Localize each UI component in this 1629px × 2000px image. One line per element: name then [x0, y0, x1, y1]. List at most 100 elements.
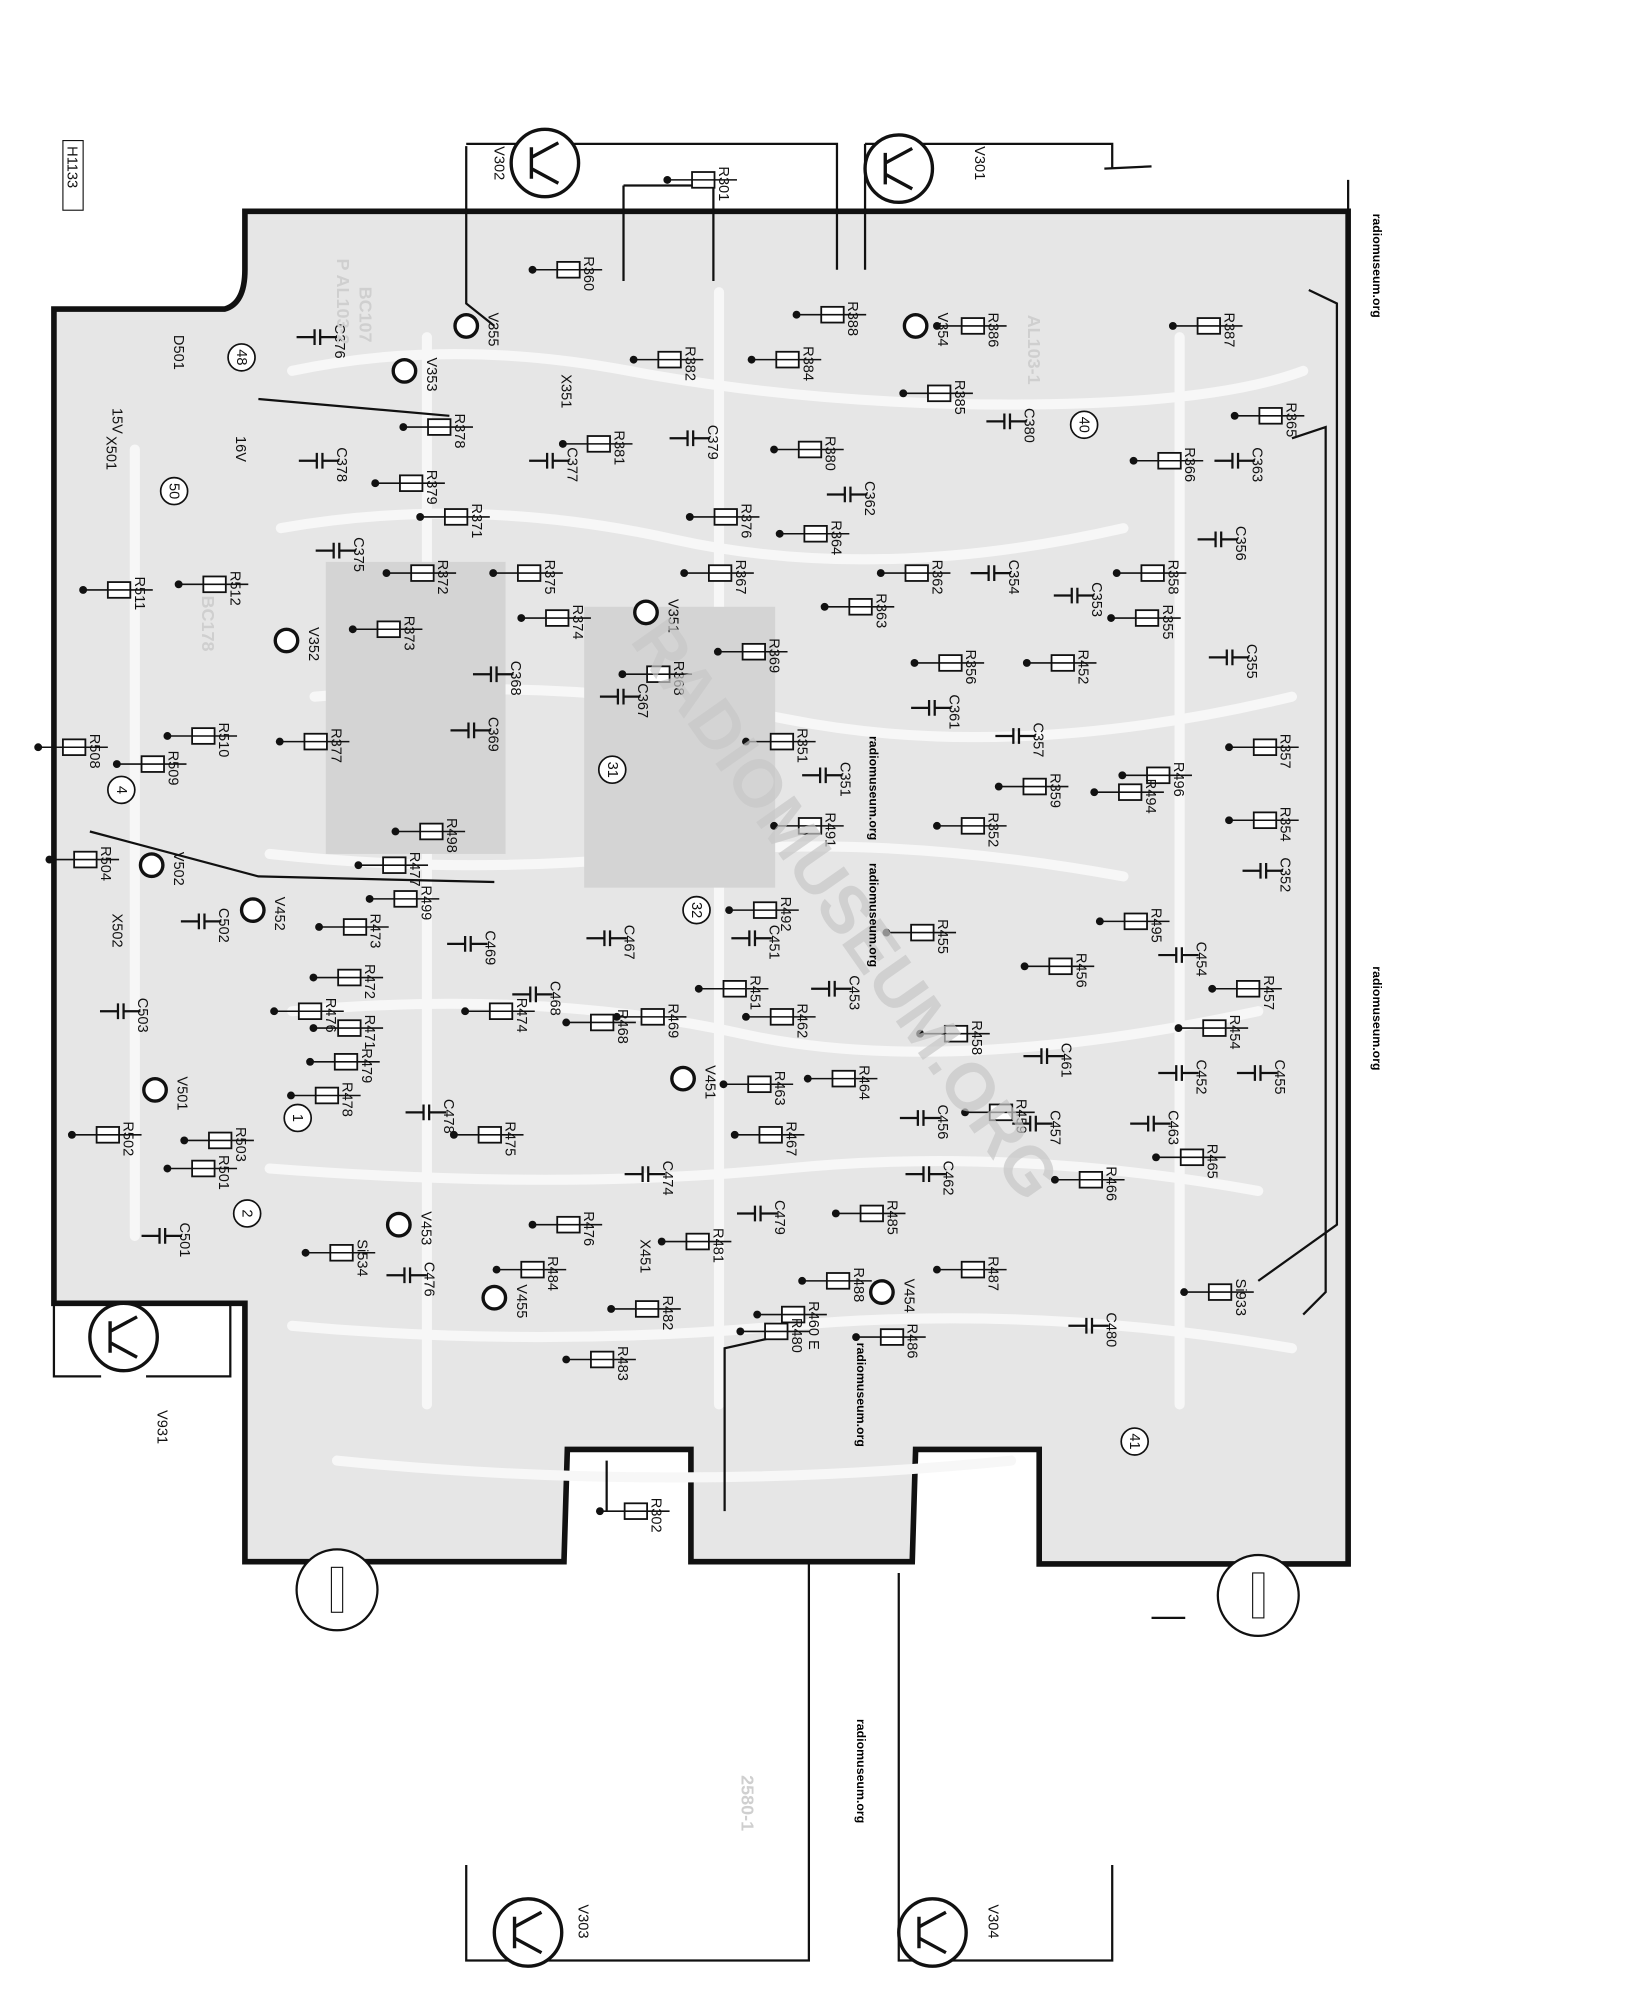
component-label: X501 — [103, 436, 119, 470]
solder-pad — [775, 529, 784, 538]
component-label: R451 — [746, 975, 762, 1010]
component-label: R354 — [1277, 807, 1293, 842]
solder-pad — [882, 928, 891, 937]
capacitor-symbol-icon — [736, 1205, 778, 1222]
component-label: R358 — [1164, 560, 1180, 595]
solder-pad — [899, 389, 908, 398]
capacitor-symbol-icon — [1214, 452, 1255, 469]
component-label: R375 — [541, 560, 557, 595]
component-label: C467 — [621, 925, 637, 960]
component-label: R357 — [1277, 734, 1293, 769]
component-label: R351 — [794, 728, 810, 763]
component-label: R362 — [928, 560, 944, 595]
connector-pin — [1252, 1572, 1265, 1619]
test-point-label: 31 — [604, 762, 620, 778]
transistor-pad-icon — [239, 897, 266, 924]
solder-pad — [792, 310, 801, 319]
transistor-pad-icon — [142, 1076, 168, 1103]
capacitor-symbol-icon — [1068, 1317, 1109, 1334]
solder-pad — [1225, 743, 1233, 752]
solder-pad — [1230, 411, 1239, 420]
component-label: R471 — [361, 1015, 377, 1050]
component-label: R510 — [215, 723, 231, 758]
component-label: C479 — [771, 1200, 787, 1235]
component-label: R485 — [884, 1200, 900, 1235]
component-label: C463 — [1164, 1110, 1180, 1145]
capacitor-symbol-icon — [472, 666, 514, 683]
transistor-glyph-icon — [512, 1910, 543, 1955]
solder-pad — [1050, 1175, 1059, 1184]
transistor-pad-icon — [453, 313, 480, 339]
capacitor-symbol-icon — [1023, 1048, 1064, 1065]
capacitor-symbol-icon — [1012, 1115, 1053, 1132]
component-label: 16V — [232, 436, 248, 462]
transistor-v304 — [897, 1897, 968, 1968]
capacitor-symbol-icon — [811, 980, 852, 997]
component-label: R388 — [844, 301, 860, 336]
solder-pad — [180, 1136, 189, 1145]
capacitor-symbol-icon — [1197, 531, 1239, 548]
component-label: V351 — [664, 599, 680, 633]
solder-pad — [595, 1507, 604, 1516]
component-label: C478 — [440, 1099, 456, 1134]
solder-pad — [382, 569, 391, 578]
capacitor-symbol-icon — [386, 1267, 427, 1284]
test-point-circle — [227, 343, 256, 372]
component-label: V453 — [417, 1211, 433, 1245]
solder-pad — [275, 737, 284, 746]
capacitor-symbol-icon — [405, 1104, 447, 1121]
capacitor-symbol-icon — [802, 767, 843, 784]
capacitor-symbol-icon — [624, 1166, 666, 1182]
transistor-glyph-icon — [883, 146, 914, 191]
component-label: V452 — [271, 897, 287, 931]
solder-pad — [287, 1091, 295, 1100]
component-label: V355 — [485, 312, 501, 346]
test-point-circle — [682, 895, 711, 925]
capacitor-symbol-icon — [586, 930, 627, 947]
component-label: C354 — [1005, 560, 1021, 595]
solder-pad — [112, 760, 121, 769]
component-label: C353 — [1088, 582, 1104, 617]
component-label: R456 — [1072, 953, 1088, 988]
capacitor-symbol-icon — [1130, 1115, 1171, 1132]
silkscreen-text: BC178 — [198, 596, 218, 652]
solder-pad — [803, 1074, 812, 1083]
transistor-v302 — [509, 127, 581, 199]
solder-pad — [961, 1108, 969, 1117]
component-label: R352 — [985, 812, 1001, 847]
component-label: R466 — [1103, 1166, 1119, 1201]
solder-pad — [45, 855, 54, 864]
component-label: R473 — [367, 913, 383, 948]
component-label: R459 — [1013, 1099, 1029, 1134]
component-label: R482 — [659, 1295, 675, 1330]
solder-pad — [680, 569, 689, 578]
component-label: C379 — [704, 425, 720, 460]
component-label: V502 — [170, 852, 186, 886]
solder-pad — [831, 1209, 840, 1218]
solder-pad — [719, 1080, 728, 1089]
ground-plane — [325, 561, 506, 854]
solder-pad — [933, 821, 941, 830]
transistor-pad-icon — [273, 627, 300, 654]
component-label: X451 — [636, 1239, 652, 1273]
capacitor-symbol-icon — [1158, 947, 1199, 963]
component-label: R457 — [1260, 975, 1276, 1010]
solder-pad — [306, 1057, 315, 1066]
test-point-circle — [283, 1103, 313, 1133]
component-label: R378 — [451, 414, 467, 449]
test-point-circle — [159, 476, 189, 506]
component-label: C375 — [350, 537, 366, 572]
solder-pad — [910, 659, 919, 667]
transistor-pad-icon — [481, 1284, 508, 1311]
solder-pad — [1129, 456, 1138, 465]
component-label: Si933 — [1232, 1279, 1248, 1316]
wires — [52, 142, 1350, 1962]
solder-pad — [1180, 1288, 1189, 1297]
component-label: R366 — [1181, 447, 1197, 482]
capacitor-symbol-icon — [447, 935, 488, 952]
component-label: V353 — [423, 357, 439, 391]
component-label: R468 — [614, 1009, 630, 1044]
component-label: R360 — [580, 256, 596, 291]
component-label: R379 — [423, 470, 439, 505]
component-label: R487 — [985, 1256, 1001, 1291]
